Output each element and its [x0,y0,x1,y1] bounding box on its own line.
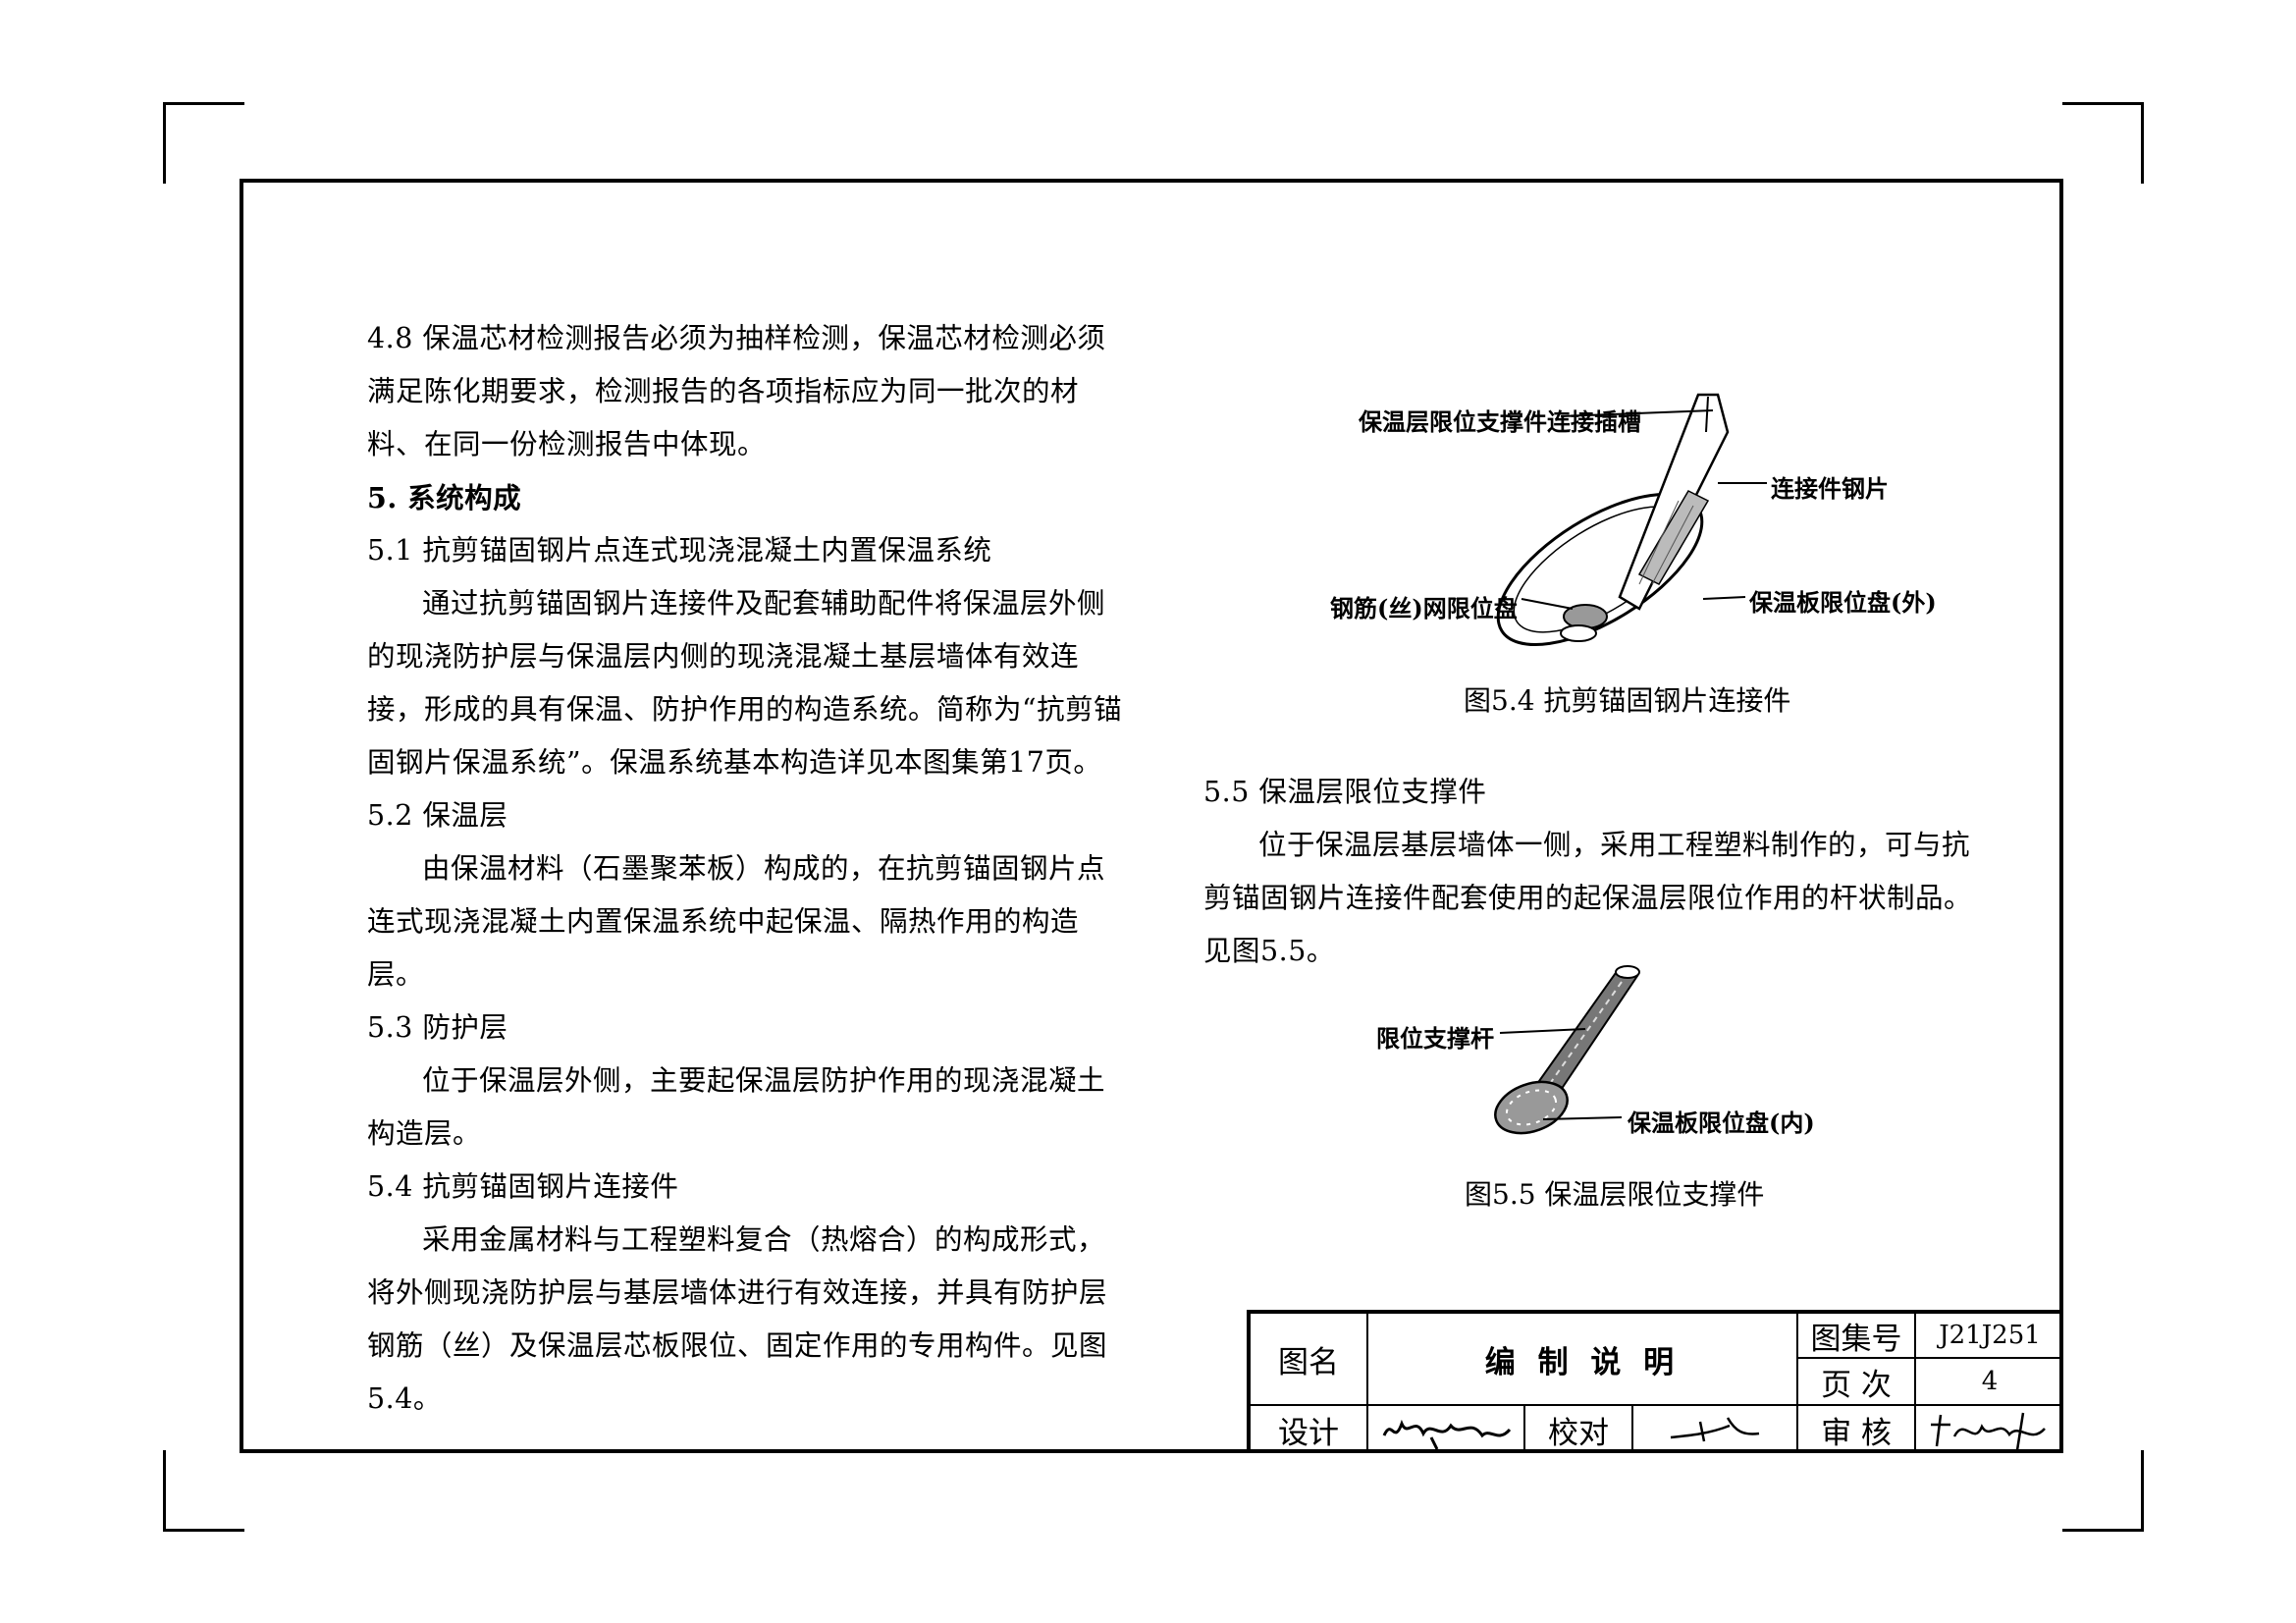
caption-figure-5-5: 图5.5 保温层限位支撑件 [1465,1178,1765,1211]
heading-5-1: 5.1 抗剪锚固钢片点连式现浇混凝土内置保温系统 [367,534,992,567]
title-block-review-label: 审 核 [1798,1406,1916,1453]
title-block-name-label: 图名 [1251,1314,1368,1406]
title-block-atlas-label: 图集号 [1798,1314,1916,1359]
checker-signature [1670,1417,1760,1442]
left-text-column: 4.8 保温芯材检测报告必须为抽样检测，保温芯材检测必须满足陈化期要求，检测报告… [367,312,1133,1426]
heading-5-5: 5.5 保温层限位支撑件 [1203,776,1487,808]
title-block-name-value: 编 制 说 明 [1368,1314,1798,1406]
figure-5-5: 限位支撑杆 保温板限位盘(内) 图5.5 保温层限位支撑件 [1364,952,1914,1217]
paragraph-5-4: 采用金属材料与工程塑料复合（热熔合）的构成形式，将外侧现浇防护层与基层墙体进行有… [367,1223,1108,1415]
paragraph-5-1: 通过抗剪锚固钢片连接件及配套辅助配件将保温层外侧的现浇防护层与保温层内侧的现浇混… [367,587,1123,779]
figure-5-4: 保温层限位支撑件连接插槽 连接件钢片 钢筋(丝)网限位盘 保温板限位盘(外) 图… [1315,373,2022,727]
heading-5-4: 5.4 抗剪锚固钢片连接件 [367,1170,679,1203]
label-support-rod: 限位支撑杆 [1376,1024,1494,1053]
heading-5-2: 5.2 保温层 [367,799,508,832]
label-inner-limit-disc: 保温板限位盘(内) [1628,1109,1815,1137]
title-block-check-signature-cell [1633,1406,1798,1453]
caption-figure-5-4: 图5.4 抗剪锚固钢片连接件 [1464,684,1791,717]
label-connector-plate: 连接件钢片 [1771,474,1889,503]
label-mesh-limit-disc: 钢筋(丝)网限位盘 [1330,594,1518,622]
drawing-frame [240,179,2063,1453]
crop-mark-bottom-right [2062,1450,2144,1532]
label-connector-slot: 保温层限位支撑件连接插槽 [1359,407,1641,436]
title-block-check-label: 校对 [1525,1406,1633,1453]
title-block: 图名 编 制 说 明 图集号 J21J251 页 次 4 设计 校对 审 核 [1247,1310,2063,1453]
title-block-page-label: 页 次 [1798,1359,1916,1406]
paragraph-5-3: 位于保温层外侧，主要起保温层防护作用的现浇混凝土构造层。 [367,1064,1106,1150]
title-block-design-label: 设计 [1251,1406,1368,1453]
crop-mark-top-left [163,102,244,184]
title-block-page-value: 4 [1916,1359,2063,1406]
paragraph-5-5: 位于保温层基层墙体一侧，采用工程塑料制作的，可与抗剪锚固钢片连接件配套使用的起保… [1203,829,1973,967]
paragraph-5-2: 由保温材料（石墨聚苯板）构成的，在抗剪锚固钢片点连式现浇混凝土内置保温系统中起保… [367,852,1106,991]
crop-mark-top-right [2062,102,2144,184]
title-block-design-signature-cell [1368,1406,1525,1453]
reviewer-signature [1931,1412,2046,1451]
designer-signature [1382,1419,1512,1450]
heading-5-3: 5.3 防护层 [367,1011,508,1044]
heading-5: 5. 系统构成 [367,481,522,514]
support-rod-drawing [1494,965,1640,1135]
anchor-connector-drawing [1496,393,1767,647]
title-block-review-signature-cell [1916,1406,2063,1453]
crop-mark-bottom-left [163,1450,244,1532]
paragraph-4-8: 4.8 保温芯材检测报告必须为抽样检测，保温芯材检测必须满足陈化期要求，检测报告… [367,322,1106,460]
title-block-atlas-value: J21J251 [1916,1314,2063,1359]
label-outer-limit-disc: 保温板限位盘(外) [1749,588,1937,617]
right-text-column: 5.5 保温层限位支撑件 位于保温层基层墙体一侧，采用工程塑料制作的，可与抗剪锚… [1203,766,1979,978]
